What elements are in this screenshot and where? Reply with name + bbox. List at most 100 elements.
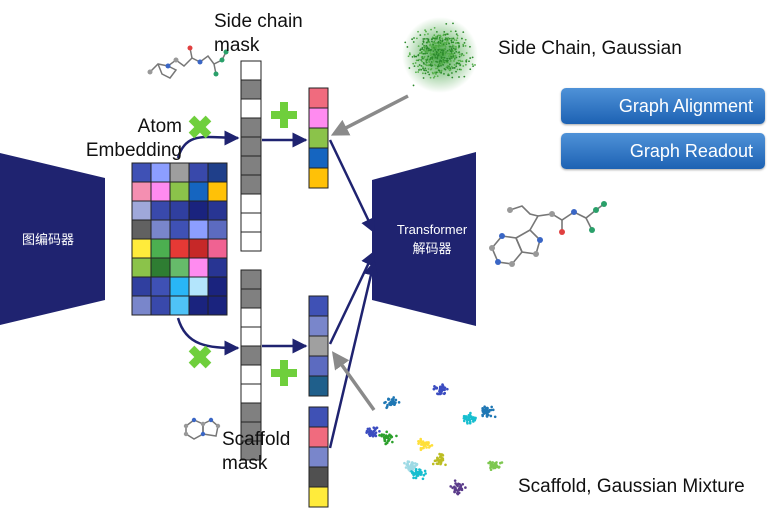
gaussian-sample-dot <box>442 49 445 52</box>
mixture-sample-dot <box>390 435 394 439</box>
mixture-sample-dot <box>453 490 456 494</box>
gaussian-sample-dot <box>455 50 458 53</box>
embedding-cell <box>169 257 190 278</box>
gaussian-sample-dot <box>427 39 430 42</box>
gaussian-sample-dot <box>462 43 465 46</box>
embedding-cell <box>188 219 209 240</box>
gaussian-sample-dot <box>434 36 437 39</box>
gaussian-sample-dot <box>446 57 449 60</box>
mixture-sample-dot <box>438 388 442 391</box>
gaussian-sample-dot <box>444 45 447 47</box>
gaussian-sample-dot <box>430 67 433 70</box>
mixture-sample-dot <box>430 444 434 447</box>
mixture-sample-dot <box>385 436 389 440</box>
gaussian-sample-dot <box>440 69 443 72</box>
mixture-sample-dot <box>481 413 484 417</box>
mixture-sample-dot <box>422 473 426 477</box>
gaussian-sample-dot <box>438 36 441 39</box>
mixture-sample-dot <box>411 471 414 475</box>
gaussian-sample-dot <box>408 67 411 69</box>
gaussian-sample-dot <box>448 49 450 52</box>
gaussian-sample-dot <box>445 22 448 25</box>
graph-readout-button[interactable]: Graph Readout <box>561 133 765 169</box>
mixture-sample-dot <box>421 442 425 445</box>
gaussian-sample-dot <box>438 71 441 74</box>
gaussian-sample-dot <box>425 50 428 53</box>
mixture-sample-dot <box>481 408 485 411</box>
mixture-sample-dot <box>446 387 449 391</box>
mixture-sample-dot <box>484 410 487 413</box>
output-molecule-icon <box>489 201 607 267</box>
gaussian-sample-dot <box>455 70 457 73</box>
mixture-sample-dot <box>407 460 411 464</box>
side-chain-mask-label: Side chain mask <box>214 10 303 58</box>
mixture-sample-dot <box>423 469 427 473</box>
mixture-sample-dot <box>394 401 397 404</box>
gaussian-sample-dot <box>460 54 463 57</box>
arrow-embedding-to-side-mask <box>176 130 240 159</box>
gaussian-sample-dot <box>412 62 415 65</box>
gaussian-sample-dot <box>433 75 436 78</box>
arrow-gmm-vector-to-decoder <box>328 260 379 449</box>
gaussian-sample-dot <box>451 67 454 69</box>
plus-icon <box>271 102 297 128</box>
gaussian-sample-dot <box>442 57 444 60</box>
embedding-cell <box>169 276 190 297</box>
embedding-cell <box>131 257 152 278</box>
gaussian-sample-dot <box>444 51 447 53</box>
mask-cell <box>240 136 262 157</box>
mixture-sample-dot <box>441 458 444 462</box>
gaussian-sample-dot <box>452 37 455 40</box>
gaussian-sample-dot <box>429 64 432 66</box>
graph-alignment-button[interactable]: Graph Alignment <box>561 88 765 124</box>
gaussian-sample-dot <box>415 71 417 74</box>
vector-cell <box>308 355 329 377</box>
side-chain-mask-column <box>240 60 262 252</box>
mixture-sample-dot <box>467 417 471 421</box>
mask-cell <box>240 364 262 385</box>
mixture-sample-dot <box>499 461 502 465</box>
gaussian-sample-dot <box>430 28 432 31</box>
mixture-sample-dot <box>497 465 501 469</box>
mixture-sample-dot <box>485 412 489 416</box>
gaussian-sample-dot <box>421 60 423 63</box>
gaussian-sample-dot <box>422 72 424 75</box>
gaussian-sample-dot <box>436 57 439 60</box>
mixture-sample-dot <box>462 414 466 418</box>
mask-cell <box>240 402 262 423</box>
gaussian-sample-dot <box>407 55 410 58</box>
gaussian-sample-dot <box>431 53 433 55</box>
gaussian-sample-dot <box>456 62 459 65</box>
gaussian-sample-dot <box>471 63 474 66</box>
side-chain-molecule-icon <box>147 45 229 79</box>
gaussian-sample-dot <box>418 64 421 66</box>
gaussian-sample-dot <box>422 38 425 40</box>
gaussian-sample-dot <box>432 76 435 79</box>
gaussian-sample-dot <box>427 33 429 35</box>
side-chain-vector <box>308 87 329 189</box>
mask-cell <box>240 212 262 233</box>
gaussian-sample-dot <box>422 67 424 70</box>
gaussian-sample-dot <box>422 57 424 60</box>
vector-cell <box>308 295 329 317</box>
mixture-sample-dot <box>464 486 467 489</box>
gaussian-sample-dot <box>448 55 450 57</box>
gaussian-sample-dot <box>435 67 437 70</box>
gaussian-sample-dot <box>461 60 464 63</box>
gaussian-sample-dot <box>461 37 463 40</box>
mixture-sample-dot <box>441 383 444 386</box>
mixture-sample-dot <box>414 476 418 479</box>
gaussian-sample-dot <box>437 51 440 54</box>
mixture-sample-dot <box>404 466 408 469</box>
decoder-label-line1: Transformer <box>397 222 468 237</box>
mixture-sample-dot <box>385 406 388 410</box>
gaussian-sample-dot <box>436 36 439 38</box>
mixture-sample-dot <box>461 482 465 486</box>
gaussian-sample-dot <box>432 59 435 62</box>
gaussian-sample-dot <box>461 53 463 55</box>
mixture-sample-dot <box>462 419 466 423</box>
gaussian-sample-dot <box>431 40 433 43</box>
vector-cell <box>308 107 329 129</box>
plus-icon <box>271 360 297 386</box>
embedding-cell <box>131 200 152 221</box>
